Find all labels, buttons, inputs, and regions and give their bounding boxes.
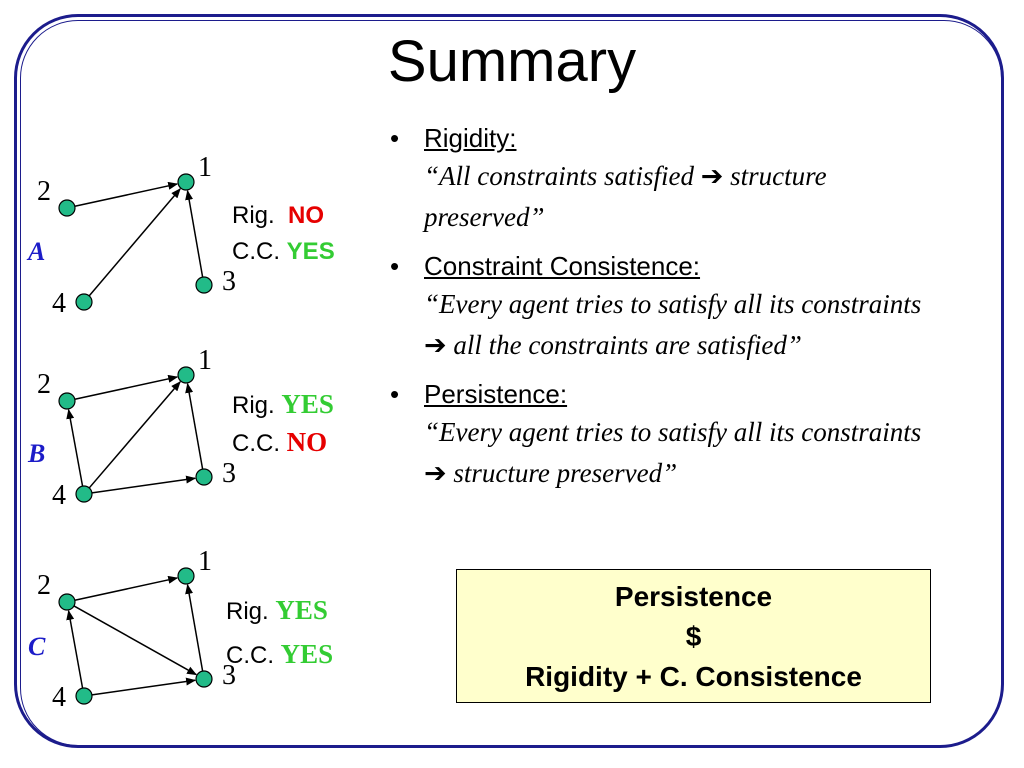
node-label-3: 3 <box>222 660 236 691</box>
bullet-heading: Persistence: <box>424 379 568 409</box>
edge-4-to-1 <box>88 381 181 489</box>
agent-node-3 <box>195 670 213 688</box>
edge-2-to-1 <box>74 181 179 208</box>
bullet-rigidity: • Rigidity: “All constraints satisfied ➔… <box>388 120 948 238</box>
edge-4-to-1 <box>88 188 181 297</box>
right-arrow-icon: ➔ <box>424 458 447 489</box>
graph-c-cc-value: YES <box>280 639 334 669</box>
bullet-heading: Constraint Consistence: <box>424 251 701 281</box>
edge-2-to-1 <box>74 374 179 401</box>
edge-2-to-1 <box>74 575 179 602</box>
bullet-dot-icon: • <box>390 379 400 409</box>
agent-node-1 <box>177 173 195 191</box>
graph-label-c: C <box>28 632 46 661</box>
graph-a-status: Rig. NO C.C. YES <box>232 202 335 265</box>
slide-frame-inner <box>20 20 1002 746</box>
node-label-4: 4 <box>52 480 66 511</box>
bullet-dot-icon: • <box>390 251 400 281</box>
edge-3-to-1 <box>185 583 204 672</box>
agent-node-4 <box>75 687 93 705</box>
graph-b-rig-value: YES <box>281 389 334 419</box>
agent-node-4 <box>75 293 93 311</box>
agent-node-3 <box>195 276 213 294</box>
graph-c: 1 2 3 4C <box>28 546 236 713</box>
node-label-1: 1 <box>198 152 212 183</box>
box-line-3: Rigidity + C. Consistence <box>525 661 862 692</box>
definition-list: • Rigidity: “All constraints satisfied ➔… <box>388 120 948 504</box>
slide-title: Summary <box>387 29 637 94</box>
node-label-4: 4 <box>52 288 66 319</box>
agent-node-2 <box>58 593 76 611</box>
node-label-3: 3 <box>222 266 236 297</box>
edge-3-to-1 <box>185 189 204 278</box>
graph-a: 1 2 3 4A <box>26 152 236 319</box>
node-label-2: 2 <box>37 176 51 207</box>
agent-node-2 <box>58 392 76 410</box>
graph-b: 1 2 3 4B <box>27 345 236 511</box>
bullet-persistence: • Persistence: “Every agent tries to sat… <box>388 376 948 494</box>
right-arrow-icon: ➔ <box>424 330 447 361</box>
graph-label-a: A <box>26 237 45 266</box>
node-label-1: 1 <box>198 546 212 577</box>
persistence-equation-box: Persistence $ Rigidity + C. Consistence <box>456 569 931 703</box>
edge-2-to-3 <box>73 605 198 676</box>
edge-3-to-1 <box>185 382 204 470</box>
box-line-1: Persistence <box>614 581 773 612</box>
bullet-quote: “Every agent tries to satisfy all its co… <box>424 417 922 489</box>
edge-4-to-3 <box>91 677 197 696</box>
node-label-2: 2 <box>37 570 51 601</box>
bullet-heading: Rigidity: <box>424 123 517 153</box>
agent-node-2 <box>58 199 76 217</box>
agent-node-4 <box>75 485 93 503</box>
graph-a-cc-value: YES <box>286 238 335 265</box>
right-arrow-icon: ➔ <box>700 161 724 192</box>
graph-label-b: B <box>27 439 45 468</box>
bullet-constraint-consistence: • Constraint Consistence: “Every agent t… <box>388 248 948 366</box>
agent-node-1 <box>177 366 195 384</box>
node-label-4: 4 <box>52 682 66 713</box>
slide-frame <box>14 14 1004 748</box>
edge-4-to-2 <box>66 609 84 689</box>
graph-c-status: Rig. YES C.C. YES <box>226 595 334 669</box>
bullet-quote: “Every agent tries to satisfy all its co… <box>424 289 922 361</box>
graph-b-cc-value: NO <box>286 427 328 457</box>
graph-a-rig-value: NO <box>288 202 325 229</box>
node-label-2: 2 <box>37 369 51 400</box>
graph-b-status: Rig. YES C.C. NO <box>232 389 334 457</box>
agent-node-3 <box>195 468 213 486</box>
bullet-quote: “All constraints satisfied ➔ structure p… <box>424 161 827 232</box>
edge-4-to-3 <box>91 475 197 494</box>
graph-c-rig-value: YES <box>275 595 328 625</box>
edge-4-to-2 <box>66 408 84 487</box>
bullet-dot-icon: • <box>390 123 400 153</box>
node-label-3: 3 <box>222 458 236 489</box>
node-label-1: 1 <box>198 345 212 376</box>
agent-node-1 <box>177 567 195 585</box>
box-line-2: $ <box>685 621 702 652</box>
